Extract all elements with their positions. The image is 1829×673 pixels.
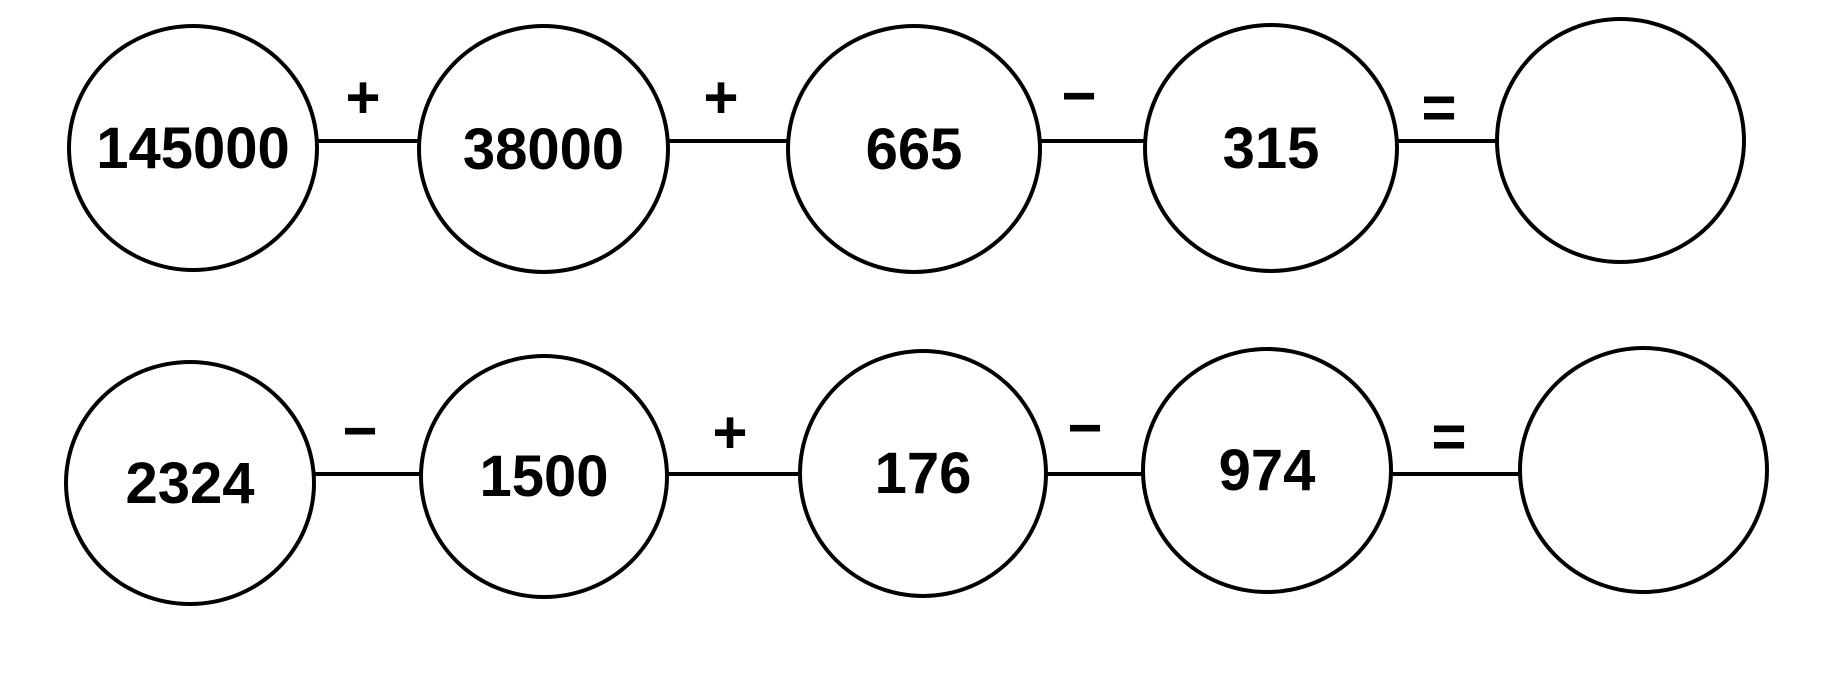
answer-node[interactable]	[1518, 346, 1769, 594]
connector-line	[312, 472, 423, 476]
plus-operator: +	[345, 64, 381, 131]
number-node: 176	[798, 349, 1048, 598]
number-node: 145000	[67, 24, 319, 272]
number-node: 1500	[419, 354, 669, 599]
number-node: 974	[1141, 347, 1393, 594]
connector-line	[315, 139, 421, 143]
plus-operator: +	[712, 399, 748, 466]
connector-line	[665, 472, 802, 476]
number-node: 665	[786, 24, 1042, 274]
number-value: 145000	[96, 115, 290, 181]
number-value: 176	[874, 441, 972, 506]
number-value: 665	[865, 116, 963, 182]
number-value: 1500	[479, 444, 609, 509]
number-value: 38000	[462, 116, 625, 182]
plus-operator: +	[703, 64, 739, 131]
equals-operator: =	[1431, 403, 1467, 470]
answer-node[interactable]	[1495, 17, 1746, 264]
connector-line	[1038, 139, 1147, 143]
number-value: 315	[1222, 115, 1320, 181]
number-value: 974	[1218, 438, 1316, 503]
number-node: 315	[1143, 23, 1399, 273]
minus-operator: −	[1061, 62, 1097, 129]
equals-operator: =	[1421, 74, 1457, 141]
connector-line	[1395, 139, 1499, 143]
connector-line	[1044, 472, 1145, 476]
minus-operator: −	[1067, 394, 1103, 461]
connector-line	[1389, 472, 1522, 476]
connector-line	[666, 139, 790, 143]
minus-operator: −	[342, 397, 378, 464]
number-value: 2324	[125, 450, 255, 516]
number-node: 2324	[64, 360, 316, 606]
number-node: 38000	[417, 24, 670, 274]
